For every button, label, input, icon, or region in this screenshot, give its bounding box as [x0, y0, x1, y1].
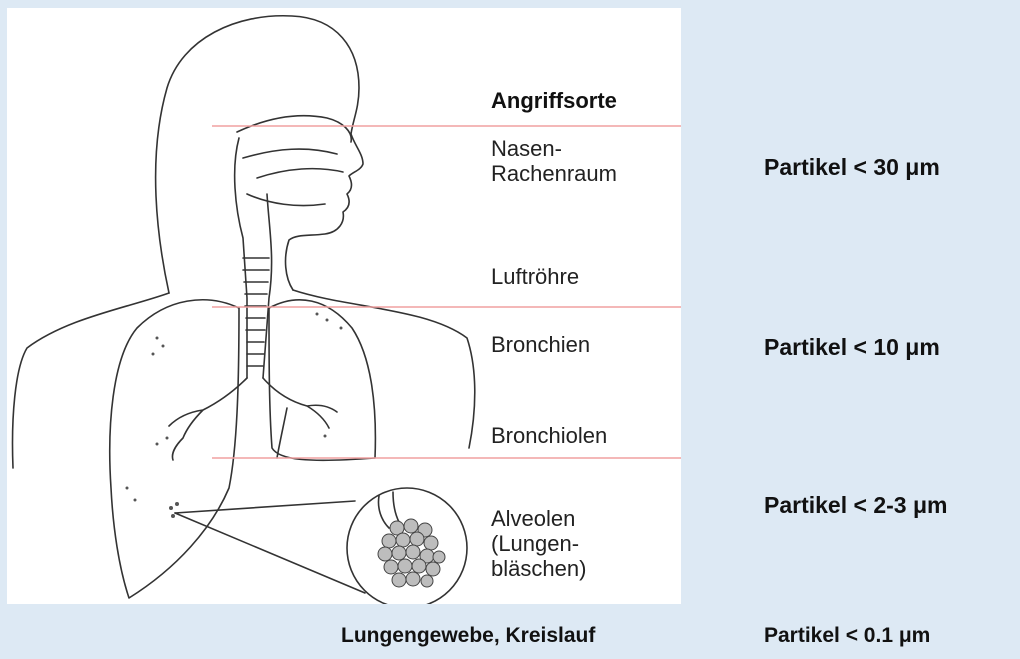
alveoli-cluster: [378, 519, 445, 587]
site-line: Bronchien: [491, 332, 590, 357]
right-lung: [269, 300, 375, 461]
bottom-particle-size: Partikel < 0.1 μm: [764, 624, 930, 648]
site-bronchioles: Bronchiolen: [491, 423, 607, 448]
sites-heading: Angriffsorte: [491, 88, 617, 113]
particle-size-lower: Partikel < 2-3 μm: [764, 492, 947, 519]
diagram-panel: Angriffsorte Nasen- Rachenraum Luftröhre…: [7, 8, 681, 604]
site-line: Alveolen: [491, 506, 586, 531]
site-line: Bronchiolen: [491, 423, 607, 448]
site-line: Luftröhre: [491, 264, 579, 289]
particle-size-middle: Partikel < 10 μm: [764, 334, 940, 361]
particle-size-upper: Partikel < 30 μm: [764, 154, 940, 181]
site-bronchi: Bronchien: [491, 332, 590, 357]
site-line: bläschen): [491, 556, 586, 581]
site-line: Rachenraum: [491, 161, 617, 186]
site-line: Nasen-: [491, 136, 617, 161]
particle-deposits: [126, 313, 343, 519]
site-nasal-pharynx: Nasen- Rachenraum: [491, 136, 617, 186]
bottom-site-label: Lungengewebe, Kreislauf: [341, 624, 595, 648]
site-line: (Lungen-: [491, 531, 586, 556]
body-outline: [13, 290, 475, 468]
site-trachea: Luftröhre: [491, 264, 579, 289]
site-alveoli: Alveolen (Lungen- bläschen): [491, 506, 586, 581]
